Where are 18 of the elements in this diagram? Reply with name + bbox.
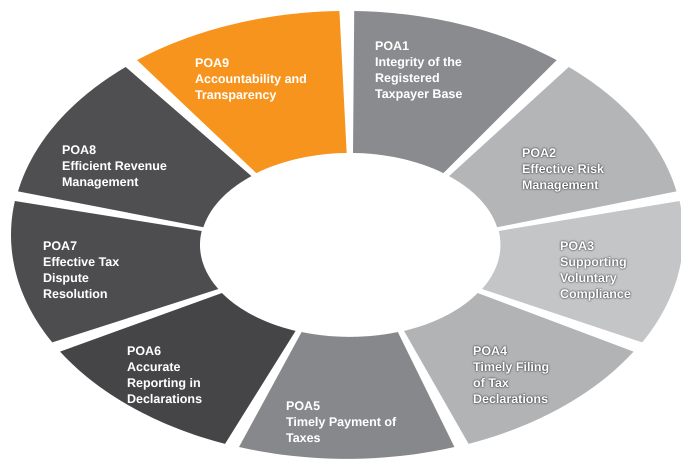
segment-number: POA5 bbox=[286, 398, 322, 414]
segment-label: Supporting Voluntary Compliance bbox=[560, 254, 632, 302]
segment-number: POA9 bbox=[194, 54, 230, 71]
segment-label: Integrity of the Registered Taxpayer Base bbox=[374, 54, 464, 102]
segment-number: POA8 bbox=[62, 142, 98, 158]
segment-label: Effective Risk Management bbox=[522, 160, 605, 193]
segment-label: Accountability and Transparency bbox=[194, 70, 308, 103]
segment-label: Efficient Revenue Management bbox=[62, 158, 168, 190]
segment-label: Effective Tax Dispute Resolution bbox=[42, 254, 120, 302]
segment-number: POA4 bbox=[472, 342, 508, 359]
segment-number: POA6 bbox=[126, 342, 162, 359]
segment-label: Timely Payment of Taxes bbox=[286, 414, 398, 446]
segment-number: POA7 bbox=[42, 238, 78, 254]
segment-label: Timely Filing of Tax Declarations bbox=[472, 358, 550, 407]
segment-number: POA3 bbox=[560, 238, 596, 254]
segment-number: POA2 bbox=[522, 144, 558, 161]
segment-label: Accurate Reporting in Declarations bbox=[126, 358, 204, 407]
segment-number: POA1 bbox=[374, 38, 410, 54]
